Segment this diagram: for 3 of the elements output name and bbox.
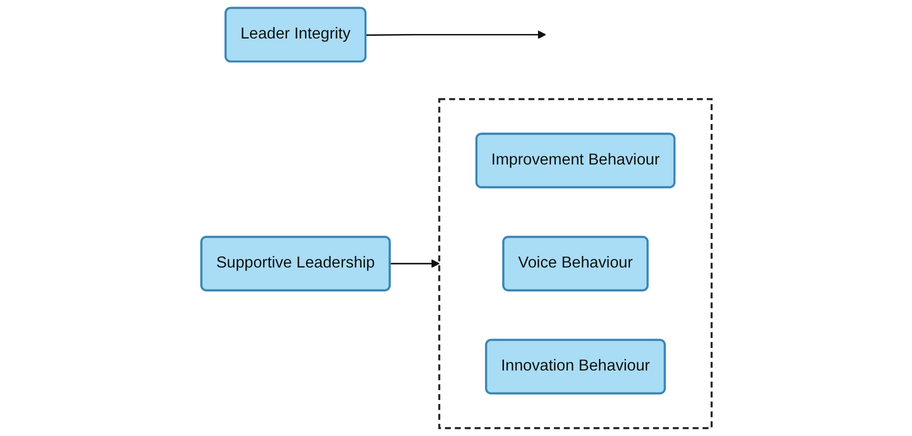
arrow bbox=[389, 259, 440, 268]
arrow bbox=[365, 30, 546, 40]
cluster bbox=[438, 98, 712, 430]
